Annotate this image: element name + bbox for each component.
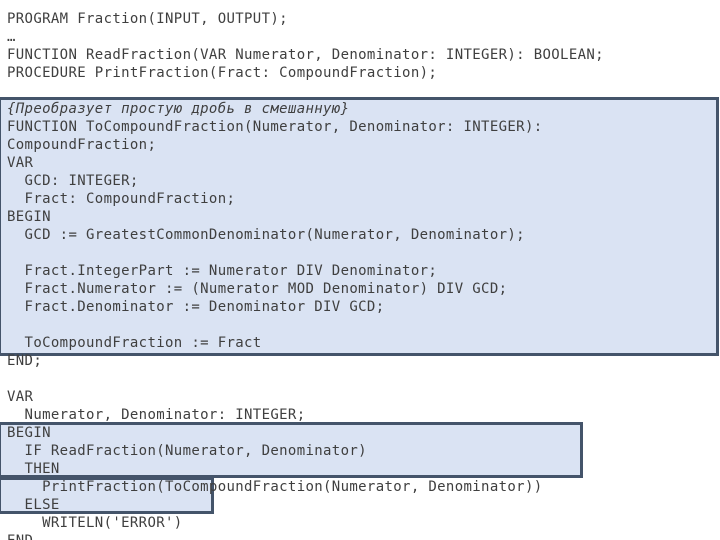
code-line: FUNCTION ReadFraction(VAR Numerator, Den…	[7, 47, 604, 63]
code-line: IF ReadFraction(Numerator, Denominator)	[7, 443, 367, 459]
code-line	[7, 244, 604, 262]
code-listing: PROGRAM Fraction(INPUT, OUTPUT); … FUNCTIO…	[7, 10, 604, 540]
code-line: ELSE	[7, 497, 60, 513]
code-line: ToCompoundFraction := Fract	[7, 335, 262, 351]
code-line: GCD := GreatestCommonDenominator(Numerat…	[7, 227, 525, 243]
code-line: END.	[7, 532, 604, 540]
code-comment-line: {Преобразует простую дробь в смешанную}	[7, 101, 350, 117]
code-line: THEN	[7, 461, 60, 477]
code-line	[7, 82, 604, 100]
code-line: FUNCTION ToCompoundFraction(Numerator, D…	[7, 119, 543, 135]
highlight-box-if-then	[0, 422, 583, 478]
code-line	[7, 316, 604, 334]
code-line: VAR	[7, 155, 34, 171]
highlight-box-else	[0, 477, 214, 514]
code-line: Fract.Denominator := Denominator DIV GCD…	[7, 299, 385, 315]
code-line: END;	[7, 353, 43, 369]
code-line: Fract: CompoundFraction;	[7, 191, 236, 207]
code-line: VAR	[7, 389, 34, 405]
code-line: PROCEDURE PrintFraction(Fract: CompoundF…	[7, 65, 438, 81]
code-line: PrintFraction(ToCompoundFraction(Numerat…	[7, 479, 543, 495]
code-line: Fract.Numerator := (Numerator MOD Denomi…	[7, 281, 508, 297]
code-line: CompoundFraction;	[7, 137, 157, 153]
code-line: GCD: INTEGER;	[7, 173, 139, 189]
code-line: BEGIN	[7, 425, 51, 441]
code-line: WRITELN('ERROR')	[7, 515, 183, 531]
code-line: Numerator, Denominator: INTEGER;	[7, 407, 306, 423]
code-line: Fract.IntegerPart := Numerator DIV Denom…	[7, 263, 438, 279]
code-line	[7, 370, 604, 388]
highlight-box-tocompoundfraction	[0, 97, 719, 356]
code-line: PROGRAM Fraction(INPUT, OUTPUT);	[7, 11, 288, 27]
code-line: …	[7, 29, 16, 45]
code-line: BEGIN	[7, 209, 51, 225]
